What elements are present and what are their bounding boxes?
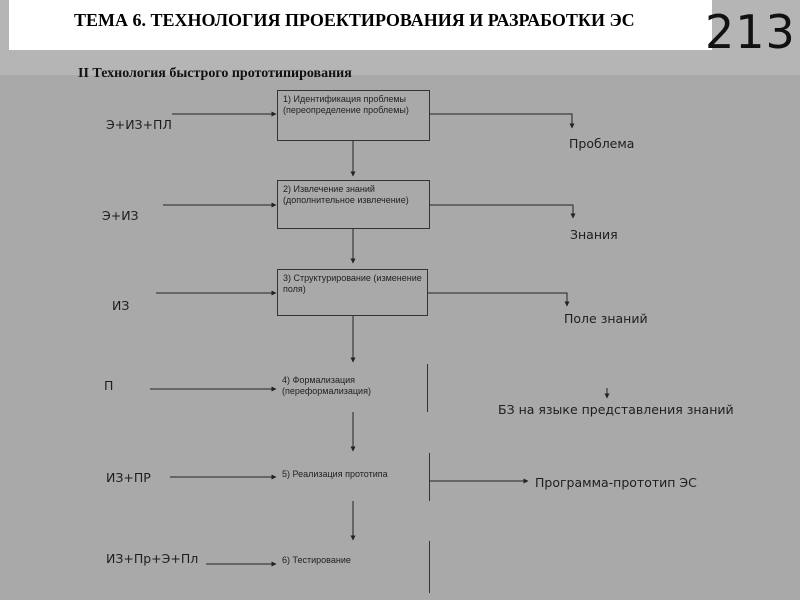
- stage-box-testing: 6) Тестирование: [277, 541, 430, 593]
- output-label-1: Проблема: [569, 136, 635, 151]
- stage-box-structuring: 3) Структурирование (изменение поля): [277, 269, 428, 316]
- stage-box-formalization: 4) Формализация (переформализация): [277, 364, 428, 412]
- stage-box-identification: 1) Идентификация проблемы (переопределен…: [277, 90, 430, 141]
- stage-label: 2) Извлечение знаний (дополнительное изв…: [283, 184, 409, 205]
- stage-label: 3) Структурирование (изменение поля): [283, 273, 422, 294]
- section-subtitle: II Технология быстрого прототипирования: [78, 66, 352, 81]
- output-arrow-1: [430, 113, 575, 129]
- stage-label: 6) Тестирование: [282, 555, 351, 565]
- slide-title: ТЕМА 6. ТЕХНОЛОГИЯ ПРОЕКТИРОВАНИЯ И РАЗР…: [74, 10, 635, 30]
- output-label-3: Поле знаний: [564, 311, 648, 326]
- input-label-2: Э+ИЗ: [102, 208, 139, 223]
- stage-box-extraction: 2) Извлечение знаний (дополнительное изв…: [277, 180, 430, 229]
- stage-label: 1) Идентификация проблемы (переопределен…: [283, 94, 409, 115]
- input-label-1: Э+ИЗ+ПЛ: [106, 117, 172, 132]
- input-label-3: ИЗ: [112, 298, 130, 313]
- stage-box-prototype: 5) Реализация прототипа: [277, 453, 430, 501]
- stage-label: 5) Реализация прототипа: [282, 469, 388, 479]
- input-label-5: ИЗ+ПР: [106, 470, 151, 485]
- input-label-4: П: [104, 378, 114, 393]
- output-label-5: Программа-прототип ЭС: [535, 475, 697, 490]
- input-label-6: ИЗ+Пр+Э+Пл: [106, 551, 199, 566]
- page-number: 213: [705, 5, 796, 59]
- output-label-4: БЗ на языке представления знаний: [498, 402, 734, 417]
- header-bar: [9, 0, 712, 50]
- stage-label: 4) Формализация (переформализация): [282, 375, 371, 396]
- output-arrow-2: [430, 204, 576, 219]
- output-arrow-3: [428, 292, 570, 307]
- slide-header: ТЕМА 6. ТЕХНОЛОГИЯ ПРОЕКТИРОВАНИЯ И РАЗР…: [0, 0, 800, 62]
- output-label-2: Знания: [570, 227, 618, 242]
